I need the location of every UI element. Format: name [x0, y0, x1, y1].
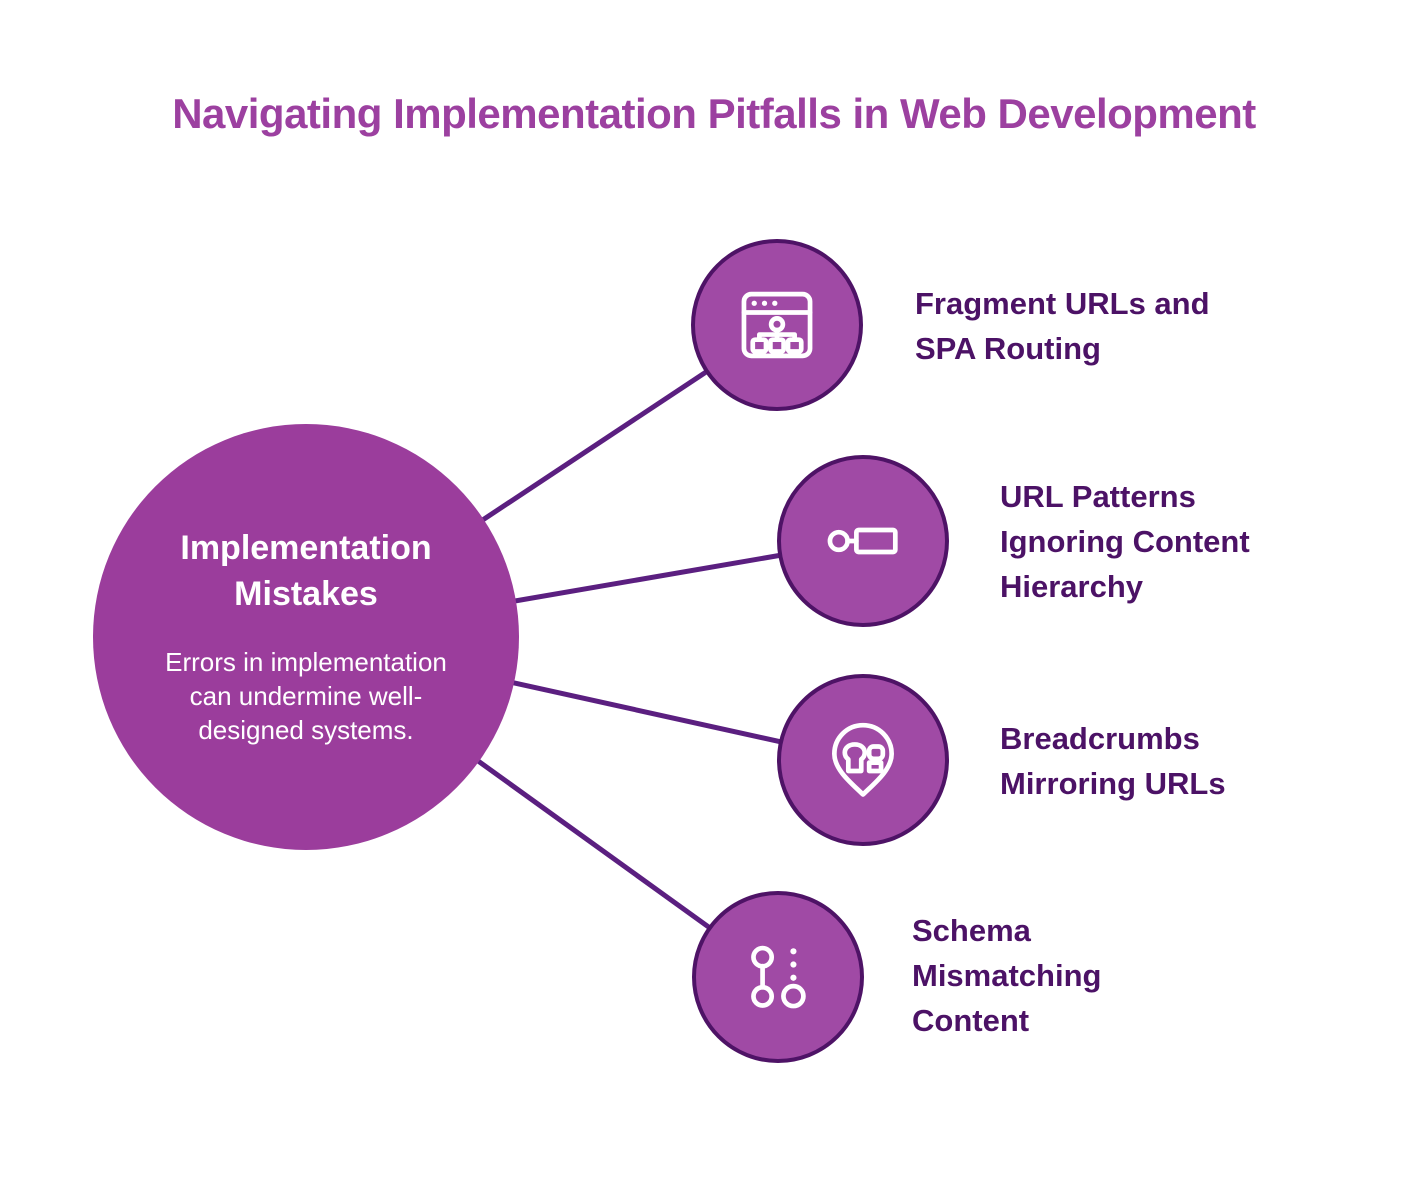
node-label-url-patterns: URL Patterns Ignoring Content Hierarchy — [1000, 479, 1250, 604]
url-pattern-icon — [827, 527, 898, 555]
central-node-description: Errors in implementation can undermine w… — [165, 647, 447, 745]
browser-sitemap-icon — [741, 291, 813, 359]
central-node: Implementation Mistakes Errors in implem… — [93, 424, 519, 850]
schema-compare-icon — [751, 945, 806, 1009]
central-node-heading: Implementation Mistakes — [180, 529, 432, 614]
node-label-fragment-urls: Fragment URLs and SPA Routing — [915, 286, 1210, 366]
node-fragment-urls — [691, 239, 863, 411]
node-breadcrumbs — [777, 674, 949, 846]
node-label-breadcrumbs: Breadcrumbs Mirroring URLs — [1000, 721, 1226, 801]
node-schema — [692, 891, 864, 1063]
node-label-schema: Schema Mismatching Content — [912, 913, 1102, 1038]
page-title: Navigating Implementation Pitfalls in We… — [172, 90, 1256, 137]
node-url-patterns — [777, 455, 949, 627]
breadcrumb-pin-icon — [832, 722, 894, 797]
